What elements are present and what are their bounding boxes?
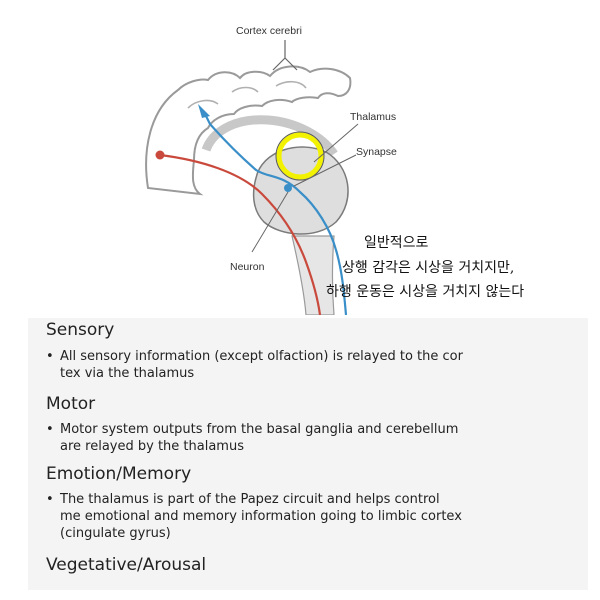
- sensory-heading: Sensory: [46, 320, 115, 340]
- brainstem: [291, 235, 335, 315]
- cortex-label: Cortex cerebri: [236, 25, 302, 37]
- synapse-leader: [293, 154, 357, 187]
- sensory-bullet-line2: tex via the thalamus: [60, 366, 195, 381]
- korean-note-line2: 상행 감각은 시상을 거치지만,: [342, 260, 514, 276]
- cortex-outline: [145, 65, 352, 196]
- gyri-detail: [187, 80, 307, 109]
- korean-note-line3: 하행 운동은 시상을 거치지 않는다: [326, 284, 524, 300]
- vegetative-arousal-heading: Vegetative/Arousal: [46, 555, 207, 575]
- motor-neuron-soma: [155, 150, 165, 160]
- emotion-memory-bullet-line2: me emotional and memory information goin…: [60, 509, 462, 524]
- sensory-bullet-line1: All sensory information (except olfactio…: [60, 349, 463, 364]
- bullet-dot: •: [46, 422, 54, 437]
- korean-note-line1: 일반적으로: [364, 235, 429, 251]
- motor-heading: Motor: [46, 394, 96, 414]
- thalamus-pathway-diagram: Cortex cerebri Thalamus Synapse Neuron 일…: [145, 25, 524, 315]
- synapse-marker: [284, 184, 292, 192]
- emotion-memory-bullet: • The thalamus is part of the Papez circ…: [46, 491, 462, 542]
- thalamus-highlight-ring-outline: [275, 131, 325, 181]
- thalamus-shape: [252, 146, 349, 235]
- neuron-label: Neuron: [230, 261, 265, 273]
- thalamus-label: Thalamus: [350, 111, 396, 123]
- motor-pathway: [159, 153, 322, 315]
- motor-bullet-line1: Motor system outputs from the basal gang…: [60, 422, 459, 437]
- bullet-dot: •: [46, 492, 54, 507]
- motor-bullet-line2: are relayed by the thalamus: [60, 439, 244, 454]
- neuron-leader: [251, 191, 289, 253]
- synapse-label: Synapse: [356, 146, 397, 158]
- bullet-dot: •: [46, 349, 54, 364]
- emotion-memory-heading: Emotion/Memory: [46, 464, 192, 484]
- sensory-bullet: • All sensory information (except olfact…: [46, 348, 463, 382]
- cortex-leader: [272, 40, 298, 71]
- sensory-pathway: [203, 111, 348, 315]
- motor-bullet: • Motor system outputs from the basal ga…: [46, 421, 459, 455]
- emotion-memory-bullet-line3: (cingulate gyrus): [60, 526, 171, 541]
- thalamus-leader: [313, 123, 359, 163]
- sensory-arrowhead: [198, 104, 210, 118]
- thalamus-functions-slide: Sensory • All sensory information (excep…: [28, 318, 588, 590]
- emotion-memory-bullet-line1: The thalamus is part of the Papez circui…: [60, 492, 440, 507]
